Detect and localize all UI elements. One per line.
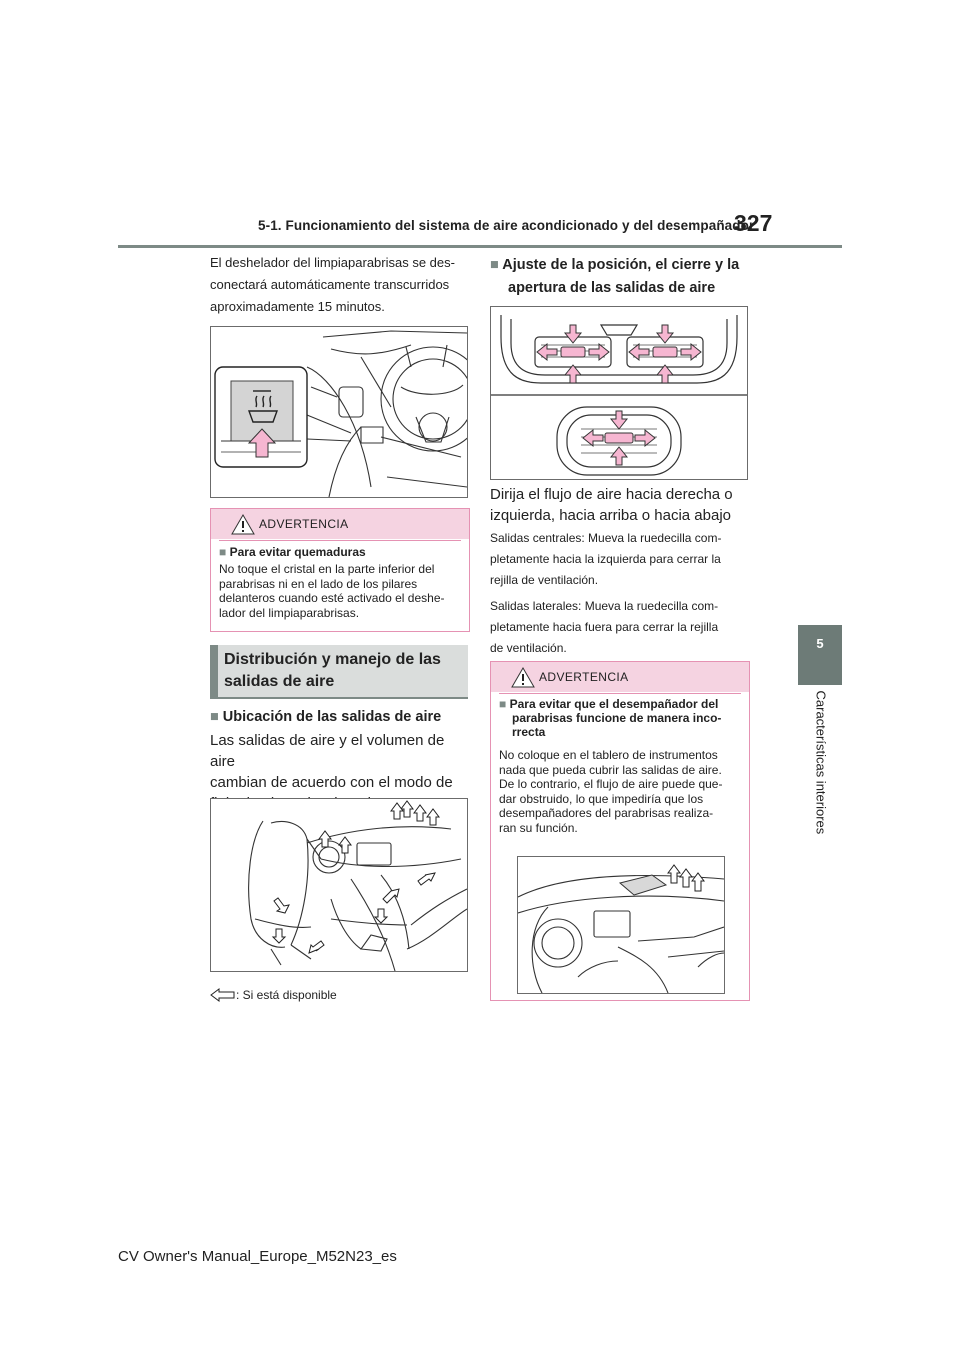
warning-box-defogger: ADVERTENCIA ■ Para evitar que el desempa… (490, 661, 750, 1001)
header-rule (118, 245, 842, 248)
defroster-switch-illustration (210, 326, 468, 498)
page-number: 327 (734, 210, 773, 236)
warning-body: No coloque en el tablero de instrumentos… (499, 748, 723, 835)
airflow-arrow-icon (536, 324, 702, 466)
chapter-tab (798, 625, 842, 685)
document-footer: CV Owner's Manual_Europe_M52N23_es (118, 1248, 397, 1265)
dashboard-obstruction-illustration (517, 856, 725, 994)
airflow-arrow-icon (271, 800, 440, 954)
warning-title: ■ Para evitar quemaduras (219, 545, 366, 559)
direct-airflow-text: Dirija el flujo de aire hacia derecha o … (490, 486, 733, 524)
vent-adjustment-illustration (490, 306, 748, 480)
optional-arrow-legend-icon (210, 988, 235, 1002)
side-outlets-text: Salidas laterales: Mueva la ruedecilla c… (490, 599, 719, 655)
subheading-adjust: ■ Ajuste de la posición, el cierre y la … (490, 257, 740, 296)
warning-heading: ADVERTENCIA (259, 517, 349, 531)
warning-box-burns: ADVERTENCIA ■ Para evitar quemaduras No … (210, 508, 470, 632)
air-outlets-location-illustration (210, 798, 468, 972)
warning-header: ADVERTENCIA (211, 509, 469, 539)
chapter-title: 5-1. Funcionamiento del sistema de aire … (258, 218, 755, 233)
section-heading-bg (210, 645, 468, 697)
center-outlets-text: Salidas centrales: Mueva la ruedecilla c… (490, 531, 722, 587)
subheading-locations: ■ Ubicación de las salidas de aire (210, 709, 442, 725)
warning-title: ■ Para evitar que el desempañador del pa… (499, 697, 722, 739)
warning-triangle-icon (231, 514, 255, 535)
intro-paragraph: El deshelador del limpiaparabrisas se de… (210, 255, 455, 314)
airflow-arrow-icon (667, 864, 705, 892)
legend-text: : Si está disponible (236, 988, 337, 1002)
warning-header: ADVERTENCIA (491, 662, 749, 692)
warning-body: No toque el cristal en la parte inferior… (219, 562, 445, 620)
warning-heading: ADVERTENCIA (539, 670, 629, 684)
section-heading: Distribución y manejo de las salidas de … (224, 651, 441, 690)
chapter-tab-label: Características interiores (813, 690, 829, 835)
section-accent (210, 645, 218, 697)
rear-defroster-icon (248, 395, 278, 423)
chapter-tab-number: 5 (816, 636, 824, 651)
warning-triangle-icon (511, 667, 535, 688)
